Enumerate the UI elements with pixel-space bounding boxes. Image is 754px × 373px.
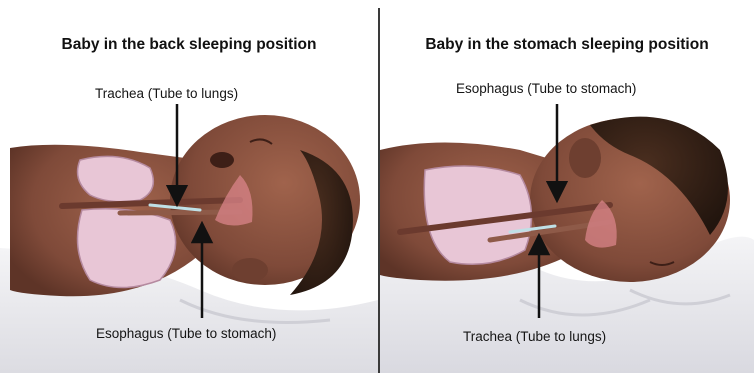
baby-mouth xyxy=(210,152,234,168)
stomach-sleeping-illustration xyxy=(380,0,754,373)
panel-stomach-sleeping: Baby in the stomach sleeping position Es… xyxy=(380,0,754,373)
panel-title-right: Baby in the stomach sleeping position xyxy=(380,36,754,54)
label-trachea-right: Trachea (Tube to lungs) xyxy=(463,329,606,344)
baby-ear xyxy=(569,138,601,178)
panel-title-left: Baby in the back sleeping position xyxy=(0,36,378,54)
panel-back-sleeping: Baby in the back sleeping position Trach… xyxy=(0,0,378,373)
lower-lung xyxy=(78,209,176,288)
upper-lung xyxy=(78,156,154,201)
label-trachea-left: Trachea (Tube to lungs) xyxy=(95,86,238,101)
baby-ear xyxy=(232,258,268,282)
label-esophagus-right: Esophagus (Tube to stomach) xyxy=(456,81,636,96)
label-esophagus-left: Esophagus (Tube to stomach) xyxy=(96,326,276,341)
back-sleeping-illustration xyxy=(0,0,378,373)
